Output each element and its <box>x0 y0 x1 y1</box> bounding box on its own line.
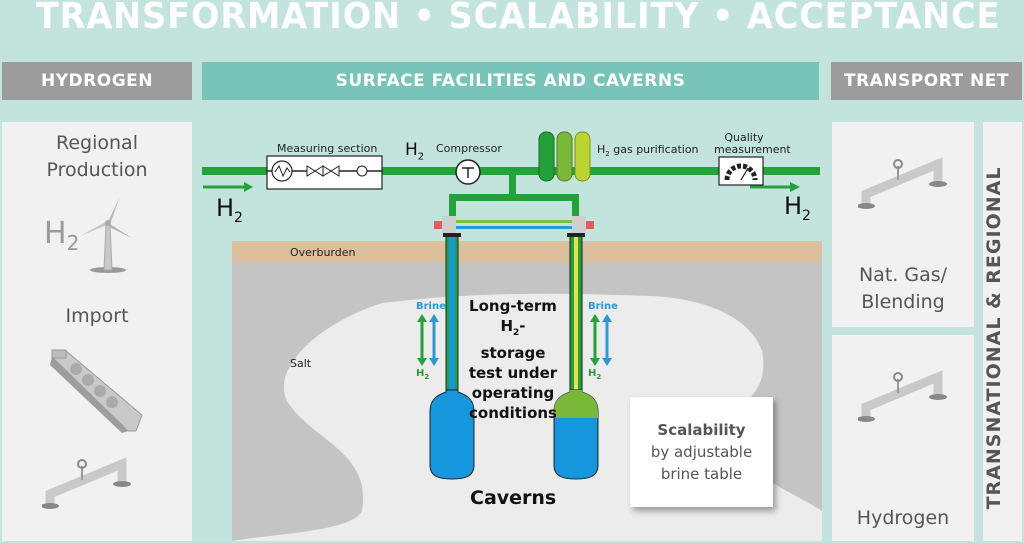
center-line5: operating <box>471 384 555 402</box>
wellhead-left <box>442 216 456 234</box>
center-line1: Long-term <box>469 297 557 315</box>
center-line3: storage <box>480 344 546 362</box>
h2-h: H <box>416 368 425 379</box>
flow-arrows-left <box>417 314 439 366</box>
h2-symbol: H2 <box>44 216 79 255</box>
regional-production-label: Regional Production <box>2 130 192 184</box>
scalability-box: Scalability by adjustable brine table <box>630 397 773 507</box>
h2-label-left: H2 <box>416 368 429 381</box>
regional-line2: Production <box>46 159 148 181</box>
h2-sub: 2 <box>417 151 425 163</box>
pipeline-icon <box>858 157 947 209</box>
natgas-line1: Nat. Gas/ <box>858 264 948 286</box>
quality-measurement-label: Quality measurement <box>714 131 791 156</box>
h2-sub: 2 <box>596 373 602 381</box>
purification-text: gas purification <box>613 143 699 156</box>
h2-outflow-label: H2 <box>784 192 811 224</box>
flow-meter-icon <box>356 165 368 177</box>
h2-sub: 2 <box>802 207 811 224</box>
measuring-section-label: Measuring section <box>277 142 378 155</box>
brine-label-right: Brine <box>588 301 618 312</box>
long-term-storage-text: Long-term H2- storage test under operati… <box>468 296 558 423</box>
valve-icon <box>306 165 316 177</box>
center-sub: 2 <box>513 328 520 338</box>
h2-h: H <box>405 140 418 160</box>
center-line6: conditions <box>469 404 557 422</box>
h2-h: H <box>216 194 235 222</box>
import-label: Import <box>65 305 129 327</box>
purification-vessel-3 <box>574 131 591 182</box>
regional-line1: Regional <box>56 132 138 154</box>
natgas-panel: Nat. Gas/ Blending <box>832 122 974 327</box>
flow-arrows-right <box>590 314 612 366</box>
natgas-line2: Blending <box>861 291 945 313</box>
scalability-title: Scalability <box>657 421 746 439</box>
h2-h: H <box>44 216 67 251</box>
hydrogen-panel: Regional Production H2 Import <box>2 122 192 541</box>
h2-inflow-label: H2 <box>216 194 243 226</box>
quality-measurement-box <box>718 156 764 186</box>
wind-turbine-icon <box>80 196 132 273</box>
hydrogen-label: Hydrogen <box>856 507 950 529</box>
overburden-label: Overburden <box>290 246 356 259</box>
ship-icon <box>50 349 143 433</box>
purification-vessel-1 <box>538 131 555 182</box>
quality-line1: Quality <box>724 131 764 144</box>
h2-h: H <box>597 143 606 156</box>
purification-label: H2 gas purification <box>597 143 699 158</box>
cavern-left <box>429 389 475 480</box>
pipeline-icon <box>858 370 947 422</box>
quality-line2: measurement <box>714 143 791 156</box>
overburden-layer <box>232 241 822 262</box>
header-hydrogen: HYDROGEN <box>2 62 192 100</box>
h2-label-right: H2 <box>588 368 601 381</box>
center-h: H <box>500 317 514 335</box>
main-title: TRANSFORMATION • SCALABILITY • ACCEPTANC… <box>35 0 1001 37</box>
purification-vessel-2 <box>556 131 573 182</box>
gauge-icon <box>724 163 758 181</box>
header-transport-net: TRANSPORT NET <box>831 62 1022 100</box>
cavern-right-h2-gas <box>554 390 598 418</box>
hydrogen-transport-panel: Hydrogen <box>832 335 974 541</box>
cavern-branch-pipe <box>449 194 579 201</box>
heat-exchanger-icon <box>271 160 293 182</box>
caverns-label: Caverns <box>470 487 557 509</box>
compressor-label: Compressor <box>436 142 502 155</box>
h2-sub: 2 <box>424 373 430 381</box>
brine-label-left: Brine <box>416 301 446 312</box>
h2-sub: 2 <box>605 150 610 159</box>
h2-inline-label: H2 <box>405 140 424 162</box>
h2-sub: 2 <box>66 231 80 255</box>
natgas-label: Nat. Gas/ Blending <box>832 262 974 316</box>
salt-label: Salt <box>290 357 312 370</box>
pipeline-icon <box>42 457 131 509</box>
transnational-panel <box>983 122 1022 541</box>
h2-h: H <box>588 368 597 379</box>
main-h2-pipeline <box>202 167 820 175</box>
h2-sub: 2 <box>234 209 243 226</box>
scalability-line2: brine table <box>660 465 743 483</box>
wellhead-right <box>572 216 586 234</box>
center-line2: H2- <box>468 316 558 343</box>
h2-h: H <box>784 192 803 220</box>
center-line4: test under <box>468 364 558 382</box>
scalability-line1: by adjustable <box>650 443 753 461</box>
center-dash: - <box>519 317 526 335</box>
header-surface-facilities: SURFACE FACILITIES AND CAVERNS <box>202 62 819 100</box>
